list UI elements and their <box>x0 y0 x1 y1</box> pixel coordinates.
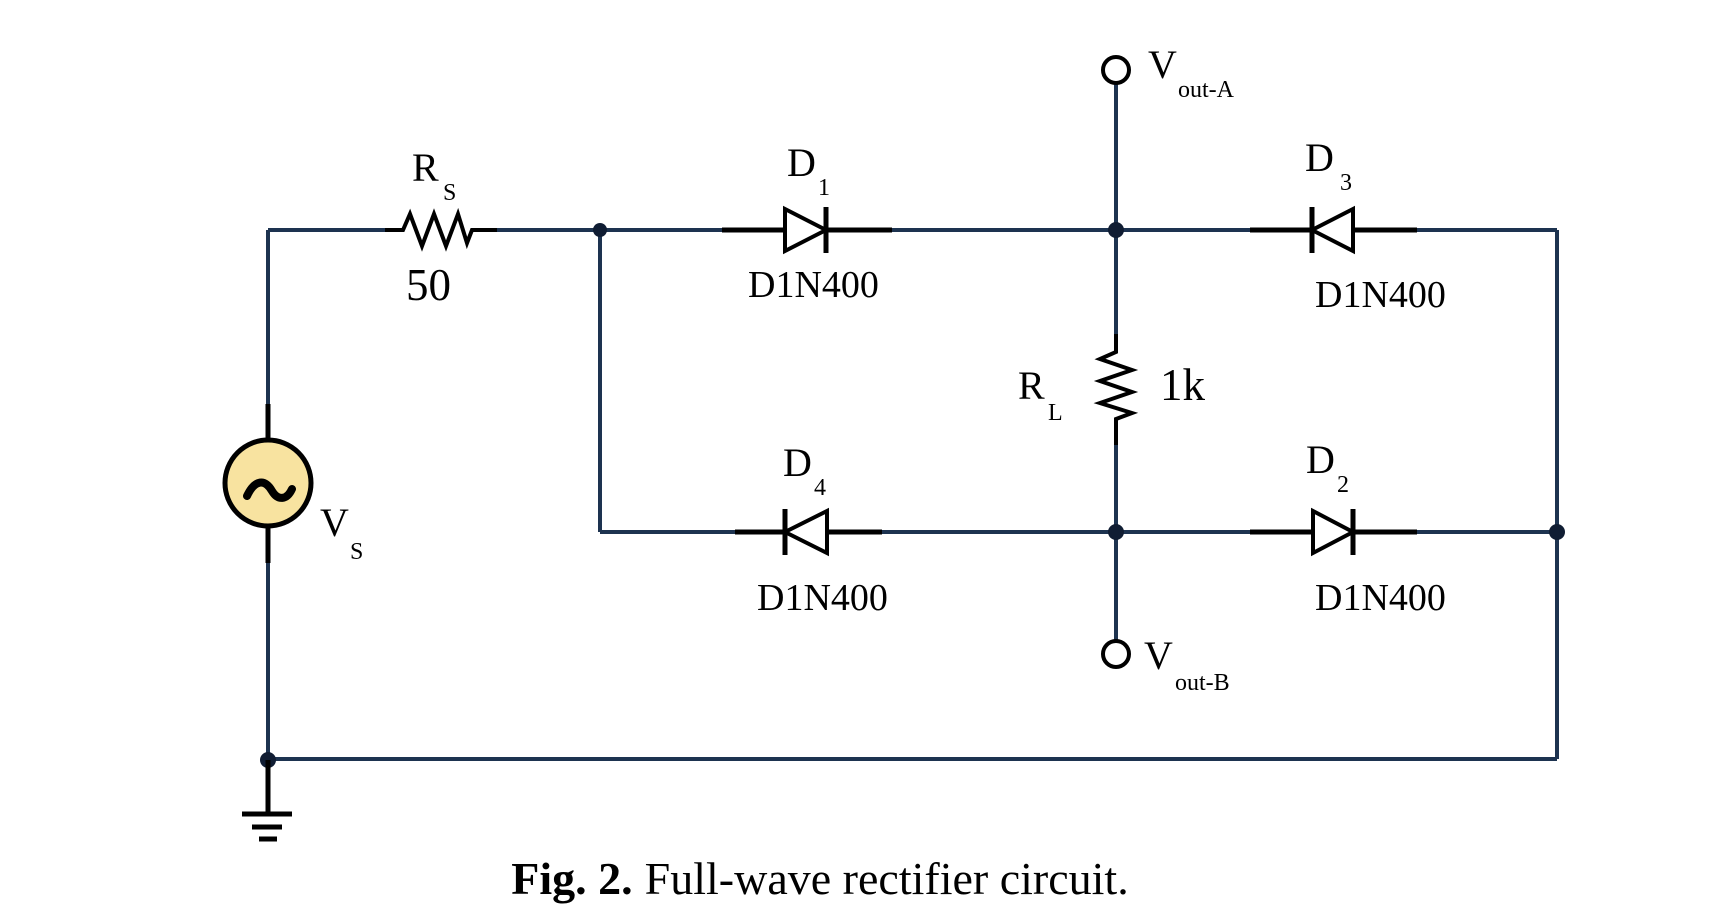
d4-label: D <box>783 440 812 485</box>
diode-d1: D 1 D1N400 <box>722 140 892 306</box>
d2-triangle <box>1311 507 1358 557</box>
d3-part-number: D1N400 <box>1315 274 1446 316</box>
rs-label-sub: S <box>443 180 456 206</box>
diode-d2: D 2 D1N400 <box>1250 437 1446 619</box>
source-label-sub: S <box>350 539 363 565</box>
output-terminal-vout-b: V out-B <box>1101 633 1230 696</box>
wires <box>266 84 1559 761</box>
output-terminal-vout-a: V out-A <box>1101 42 1235 103</box>
d2-label: D <box>1306 437 1335 482</box>
diode-d4: D 4 D1N400 <box>735 440 888 619</box>
d4-label-sub: 4 <box>814 475 826 501</box>
d1-label-sub: 1 <box>818 175 830 201</box>
ground-symbol <box>242 760 292 842</box>
d3-label-sub: 3 <box>1340 170 1352 196</box>
figure-caption-number: Fig. 2. <box>511 853 632 904</box>
figure-caption: Fig. 2. Full-wave rectifier circuit. <box>511 853 1128 904</box>
vout-a-label-sub: out-A <box>1178 77 1235 103</box>
d1-label: D <box>787 140 816 185</box>
d4-triangle <box>780 507 829 557</box>
diode-d3: D 3 D1N400 <box>1250 135 1446 316</box>
rl-zigzag <box>1093 334 1139 445</box>
junction-nodes <box>260 222 1565 768</box>
d2-label-sub: 2 <box>1337 472 1349 498</box>
voltage-source-vs: V S <box>222 404 363 565</box>
rs-value: 50 <box>406 260 451 310</box>
rl-value: 1k <box>1160 360 1206 410</box>
vout-a-label: V <box>1148 42 1177 87</box>
junction-node-after-rs <box>593 223 607 237</box>
vout-b-label-sub: out-B <box>1175 670 1230 696</box>
junction-node-top-center <box>1108 222 1124 238</box>
figure-caption-text: Full-wave rectifier circuit. <box>645 853 1129 904</box>
d1-triangle <box>783 205 831 255</box>
vout-b-terminal-circle <box>1101 639 1131 669</box>
resistor-rs: R S 50 <box>385 145 497 310</box>
d3-label: D <box>1305 135 1334 180</box>
vout-a-terminal-circle <box>1101 55 1131 85</box>
vout-b-label: V <box>1144 633 1173 678</box>
junction-node-bottom-center <box>1108 524 1124 540</box>
source-label: V <box>320 500 349 545</box>
d2-part-number: D1N400 <box>1315 577 1446 619</box>
junction-node-right <box>1549 524 1565 540</box>
rl-label-sub: L <box>1048 400 1063 426</box>
rs-label: R <box>412 145 439 190</box>
rs-zigzag <box>385 207 497 252</box>
sine-wave-icon <box>243 478 296 502</box>
rl-label: R <box>1018 363 1045 408</box>
d3-triangle <box>1307 205 1355 255</box>
d4-part-number: D1N400 <box>757 577 888 619</box>
d1-part-number: D1N400 <box>748 264 879 306</box>
resistor-rl: R L 1k <box>1018 334 1206 445</box>
